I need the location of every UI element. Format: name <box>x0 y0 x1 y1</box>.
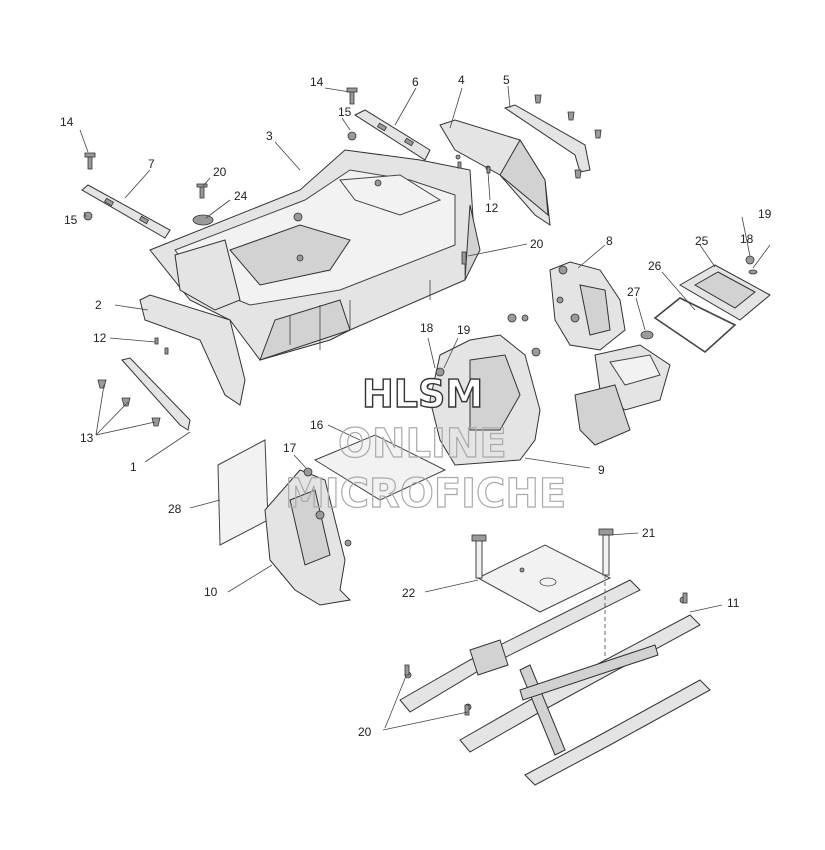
part-11-frame <box>399 575 711 786</box>
fasteners-18-19-center <box>420 367 445 388</box>
fasteners-18-19-right <box>745 255 758 275</box>
leader-lines <box>79 85 771 731</box>
part-1-lower-trim <box>121 357 191 431</box>
part-8-bin-bracket <box>549 261 626 351</box>
callout-19: 19 <box>457 323 471 337</box>
callout-25: 25 <box>695 234 709 248</box>
callout-12: 12 <box>485 201 499 215</box>
part-16-floor-sheet <box>313 434 447 501</box>
callout-10: 10 <box>204 585 218 599</box>
callout-1: 1 <box>130 460 137 474</box>
callout-8: 8 <box>606 234 613 248</box>
watermark-line-3: MICROFICHE <box>285 471 566 517</box>
callout-21: 21 <box>642 526 656 540</box>
callout-4: 4 <box>458 73 465 87</box>
part-2-side-panel <box>139 294 246 406</box>
part-27-grommet <box>640 330 654 340</box>
callout-24: 24 <box>234 189 248 203</box>
fasteners-13 <box>97 379 161 427</box>
part-3-cargo-bed <box>149 149 481 361</box>
callout-20: 20 <box>213 165 227 179</box>
watermark-line-1: HLSM <box>362 372 483 416</box>
part-21-bolts <box>471 528 614 579</box>
callout-18: 18 <box>420 321 434 335</box>
part-22-plate <box>476 544 612 613</box>
callout-16: 16 <box>310 418 324 432</box>
callout-13: 13 <box>80 431 94 445</box>
callout-5: 5 <box>503 73 510 87</box>
callout-18: 18 <box>740 232 754 246</box>
callout-9: 9 <box>598 463 605 477</box>
callout-11: 11 <box>727 596 740 610</box>
callout-7: 7 <box>148 157 155 171</box>
watermark: HLSM ONLINE MICROFICHE <box>284 371 566 517</box>
part-25-lid <box>679 264 771 321</box>
callout-22: 22 <box>402 586 416 600</box>
part-28-sheet <box>217 439 269 546</box>
callout-20: 20 <box>530 237 544 251</box>
callout-labels: 14 15 7 20 24 3 14 15 6 4 5 12 20 2 12 1… <box>60 73 772 739</box>
callout-20: 20 <box>358 725 372 739</box>
part-6-rail <box>353 109 431 161</box>
callout-12: 12 <box>93 331 107 345</box>
part-10-side-bracket <box>264 467 352 606</box>
callout-19: 19 <box>758 207 772 221</box>
part-7-rail <box>81 184 171 239</box>
callout-28: 28 <box>168 502 182 516</box>
storage-bin <box>574 344 671 446</box>
small-fasteners <box>83 87 688 716</box>
callout-14: 14 <box>310 75 324 89</box>
callout-15: 15 <box>64 213 78 227</box>
part-9-center-panel <box>429 313 541 466</box>
callout-26: 26 <box>648 259 662 273</box>
callout-17: 17 <box>283 441 297 455</box>
callout-14: 14 <box>60 115 74 129</box>
callout-2: 2 <box>95 298 102 312</box>
callout-15: 15 <box>338 105 352 119</box>
part-26-gasket <box>653 297 737 354</box>
callout-27: 27 <box>627 285 641 299</box>
part-5-trim <box>503 94 602 179</box>
watermark-line-2: ONLINE <box>338 421 507 467</box>
callout-6: 6 <box>412 75 419 89</box>
callout-3: 3 <box>266 129 273 143</box>
